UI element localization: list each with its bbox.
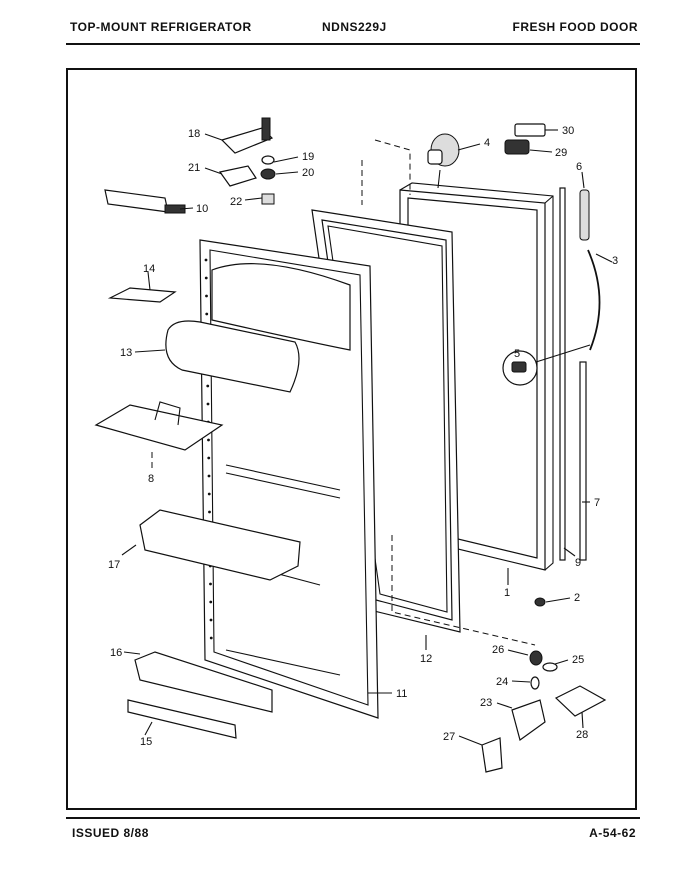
lower-door-shelf <box>134 651 273 713</box>
liner-rivet <box>207 438 210 442</box>
door-shelf <box>139 509 301 581</box>
liner-rivet <box>209 600 213 604</box>
callout-18: 18 <box>188 128 200 140</box>
liner-rivet <box>205 312 209 316</box>
egg-tray <box>94 401 224 470</box>
callout-24: 24 <box>496 676 508 688</box>
diagram-frame <box>66 68 637 810</box>
header-rule <box>66 43 640 45</box>
badge-bracket <box>504 139 530 155</box>
liner-rivet <box>206 384 210 388</box>
alignment-line-top <box>374 139 411 195</box>
callout-2: 2 <box>574 592 580 604</box>
drawing-code: A-54-62 <box>589 826 636 840</box>
callout-25: 25 <box>572 654 584 666</box>
lower-hinge-group <box>481 597 607 773</box>
trim-strip <box>559 187 587 561</box>
footer-rule <box>66 817 640 819</box>
door-stop-arm <box>587 249 601 351</box>
callout-29: 29 <box>555 147 567 159</box>
callout-21: 21 <box>188 162 200 174</box>
issue-date: ISSUED 8/88 <box>72 826 149 840</box>
callout-26: 26 <box>492 644 504 656</box>
dairy-compartment-door <box>165 320 300 393</box>
liner-rivet <box>206 402 210 406</box>
callout-8: 8 <box>148 473 154 485</box>
callout-13: 13 <box>120 347 132 359</box>
callout-7: 7 <box>594 497 600 509</box>
callout-5: 5 <box>514 348 520 360</box>
callout-27: 27 <box>443 731 455 743</box>
callout-19: 19 <box>302 151 314 163</box>
door-stop <box>579 189 590 241</box>
handle-bumper <box>427 133 460 189</box>
callout-12: 12 <box>420 653 432 665</box>
callout-9: 9 <box>575 557 581 569</box>
liner-rivet <box>204 276 208 280</box>
liner-rivet <box>207 456 211 460</box>
nameplate <box>514 123 546 137</box>
callout-28: 28 <box>576 729 588 741</box>
callout-17: 17 <box>108 559 120 571</box>
alignment-line-bottom <box>391 535 536 646</box>
header-title: TOP-MOUNT REFRIGERATOR <box>70 20 252 34</box>
callout-10: 10 <box>196 203 208 215</box>
callout-22: 22 <box>230 196 242 208</box>
callout-6: 6 <box>576 161 582 173</box>
callout-3: 3 <box>612 255 618 267</box>
callout-30: 30 <box>562 125 574 137</box>
callout-15: 15 <box>140 736 152 748</box>
liner-rivet <box>207 492 211 496</box>
liner-rivet <box>204 258 208 262</box>
liner-rivet <box>207 474 211 478</box>
liner-rivet <box>209 636 213 640</box>
cam-detail <box>502 344 591 386</box>
callout-14: 14 <box>143 263 155 275</box>
callout-11: 11 <box>396 688 407 700</box>
header-section: FRESH FOOD DOOR <box>512 20 638 34</box>
callout-20: 20 <box>302 167 314 179</box>
liner-rivet <box>205 294 208 298</box>
callout-1: 1 <box>504 587 510 599</box>
shelf-fence <box>107 287 177 303</box>
liner-rivet <box>208 510 211 514</box>
inner-door-liner <box>199 239 379 719</box>
upper-hinge-group <box>104 117 276 214</box>
callout-23: 23 <box>480 697 492 709</box>
shelf-trim <box>127 699 237 739</box>
callout-16: 16 <box>110 647 122 659</box>
liner-rivet <box>209 618 213 622</box>
leader-lines <box>121 129 613 746</box>
callout-4: 4 <box>484 137 490 149</box>
liner-rivet <box>209 582 212 586</box>
header-model: NDNS229J <box>322 20 387 34</box>
